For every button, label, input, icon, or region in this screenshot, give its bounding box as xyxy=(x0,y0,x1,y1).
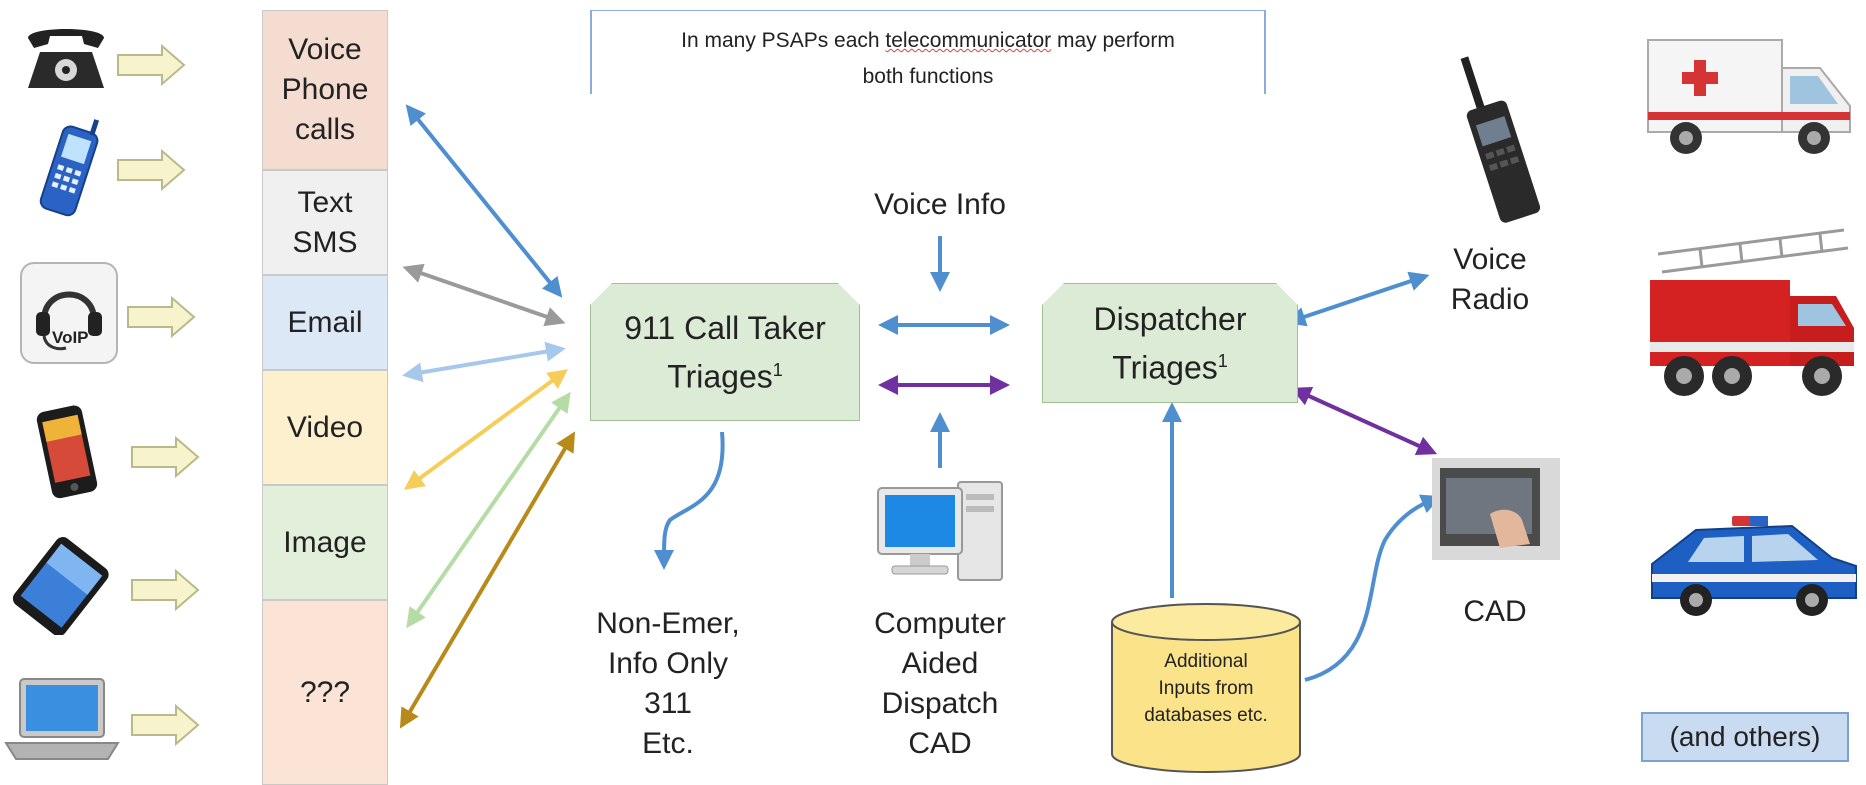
database-icon xyxy=(1111,603,1301,773)
input-arrow-laptop xyxy=(131,703,200,747)
arrow-email-calltaker xyxy=(402,341,566,383)
arrow-unknown-calltaker xyxy=(399,431,576,729)
device-input-arrows xyxy=(117,43,200,747)
ambulance-icon xyxy=(1647,39,1851,154)
dispatcher-subtitle: Triages xyxy=(1112,349,1218,386)
note-text-line2: both functions xyxy=(862,65,994,88)
arrow-image-calltaker xyxy=(406,391,571,629)
input-arrow-phone xyxy=(117,43,186,87)
arrow-non-emergency xyxy=(654,431,725,570)
input-arrow-tablet xyxy=(131,568,200,612)
input-arrow-mobile xyxy=(117,148,186,192)
channel-image: Image xyxy=(262,485,388,600)
cad-terminal-label: CAD xyxy=(1463,595,1527,628)
channel-unknown: ??? xyxy=(262,600,388,785)
note-text-underlined: telecommunicator xyxy=(885,29,1052,52)
radio-icon xyxy=(1460,56,1541,223)
psap-note: In many PSAPs each telecommunicator may … xyxy=(590,10,1266,94)
cad-terminal-icon xyxy=(1432,458,1560,560)
arrow-text-calltaker xyxy=(402,263,566,327)
voice-radio-label: Voice Radio xyxy=(1450,243,1530,316)
fire-truck-icon xyxy=(1650,228,1854,396)
telephone-icon xyxy=(28,29,104,88)
note-text-after: may perform xyxy=(1051,29,1175,52)
call-taker-subtitle: Triages xyxy=(667,358,773,395)
tablet-icon xyxy=(12,537,109,635)
arrow-dispatcher-cad xyxy=(1290,387,1438,455)
cad-system-label: Computer Aided Dispatch CAD xyxy=(874,607,1006,760)
channel-video: Video xyxy=(262,370,388,485)
input-arrow-voip xyxy=(127,295,196,339)
arrow-database-cad xyxy=(1304,494,1442,682)
police-car-icon xyxy=(1651,516,1857,616)
arrow-dispatcher-radio xyxy=(1285,271,1430,327)
smartphone-icon xyxy=(36,405,98,499)
dispatcher-box: Dispatcher Triages1 xyxy=(1042,283,1298,403)
call-taker-footnote: 1 xyxy=(772,359,783,380)
arrow-voice-calltaker xyxy=(405,104,563,298)
voip-badge: VoIP xyxy=(52,328,89,347)
voice-info-label: Voice Info xyxy=(874,188,1006,221)
dispatcher-title: Dispatcher xyxy=(1093,300,1247,337)
channel-email: Email xyxy=(262,275,388,370)
call-taker-box: 911 Call Taker Triages1 xyxy=(590,283,860,421)
channel-voice: Voice Phone calls xyxy=(262,10,388,170)
non-emergency-label: Non-Emer, Info Only 311 Etc. xyxy=(596,607,740,760)
and-others-label: (and others) xyxy=(1641,712,1849,762)
input-arrow-smartphone xyxy=(131,435,200,479)
call-taker-title: 911 Call Taker xyxy=(624,309,826,346)
database-label: Additional Inputs from databases etc. xyxy=(1144,651,1268,726)
voip-headset-icon: VoIP xyxy=(20,262,118,364)
computer-icon xyxy=(877,481,1003,581)
note-text-before: In many PSAPs each xyxy=(681,29,886,52)
dispatcher-footnote: 1 xyxy=(1217,350,1228,371)
laptop-icon xyxy=(4,678,120,760)
channel-text: Text SMS xyxy=(262,170,388,275)
arrow-video-calltaker xyxy=(403,369,569,490)
mobile-phone-icon xyxy=(39,119,100,217)
